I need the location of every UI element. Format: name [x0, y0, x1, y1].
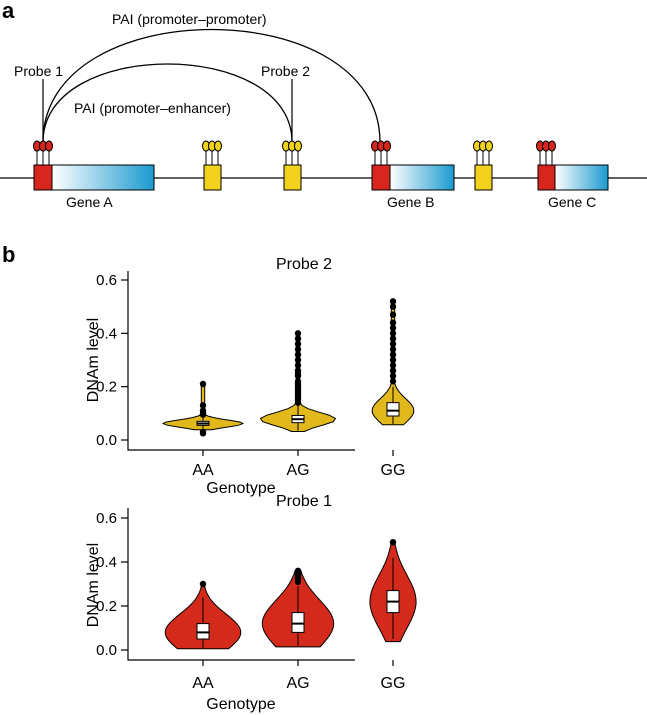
y-tick-label: 0.0 — [96, 432, 117, 449]
outlier-point — [294, 578, 302, 585]
outlier-point — [389, 356, 397, 364]
outlier-point — [389, 330, 397, 337]
panel-a-letter: a — [2, 0, 15, 23]
outlier-point — [294, 362, 302, 369]
x-tick-label: GG — [381, 462, 406, 479]
y-tick-label: 0.0 — [96, 642, 117, 659]
axes-frame — [127, 508, 355, 661]
violin-chart-probe-2: Probe 2 DNAm level Genotype 0.0 0.2 0.4 0.6… — [85, 256, 415, 497]
gene-a-cpg-sites — [33, 140, 53, 165]
outlier-point — [389, 335, 397, 342]
outlier-point — [389, 346, 397, 353]
outlier-point — [294, 330, 302, 337]
box — [196, 623, 210, 640]
y-tick-label: 0.4 — [96, 554, 117, 571]
x-tick-label: AG — [286, 462, 309, 479]
y-tick-label: 0.2 — [96, 379, 117, 396]
violins — [161, 298, 415, 437]
x-tick-label: AA — [192, 462, 214, 479]
outlier-point — [389, 378, 397, 385]
outlier-point — [294, 356, 302, 364]
x-tick-label: AA — [192, 675, 214, 692]
box — [386, 402, 400, 417]
violin-chart-probe-1: Probe 1 DNAm level Genotype 0.0 0.2 0.4 0.6… — [85, 493, 417, 713]
gene-a: Gene A — [33, 140, 155, 210]
outlier-point — [199, 580, 207, 588]
outlier-point — [389, 362, 397, 369]
outlier-point — [199, 380, 207, 388]
gene-a-label: Gene A — [66, 194, 113, 210]
outlier-point — [389, 372, 397, 380]
arc-promoter-promoter — [42, 28, 381, 143]
y-axis-title: DNAm level — [85, 543, 102, 627]
gene-a-promoter — [33, 164, 53, 191]
outlier-point — [389, 340, 397, 348]
axes-frame — [127, 271, 355, 451]
y-ticks: 0.0 0.2 0.4 0.6 — [96, 510, 128, 659]
outlier-point — [199, 411, 207, 418]
gene-b: Gene B — [371, 140, 455, 210]
x-axis-title: Genotype — [206, 696, 275, 713]
outlier-point — [294, 346, 302, 353]
outlier-point — [294, 399, 302, 406]
outlier-point — [294, 340, 302, 348]
outlier-point — [389, 351, 397, 358]
enhancer-3 — [473, 140, 493, 191]
y-tick-label: 0.4 — [96, 325, 117, 342]
outlier-point — [389, 367, 397, 374]
arc-outer-label: PAI (promoter–promoter) — [112, 11, 267, 27]
arc-inner-label: PAI (promoter–enhancer) — [74, 100, 231, 116]
x-axis-title: Genotype — [206, 480, 275, 497]
outlier-point — [199, 430, 207, 437]
gene-c-label: Gene C — [548, 194, 596, 210]
y-axis-title: DNAm level — [85, 318, 102, 402]
outlier-point — [389, 324, 397, 332]
outlier-point — [294, 372, 302, 380]
outlier-point — [389, 319, 397, 326]
violins — [164, 539, 417, 650]
outlier-point — [389, 311, 397, 318]
y-tick-label: 0.6 — [96, 510, 117, 527]
outlier-point — [199, 402, 207, 409]
x-tick-label: GG — [381, 675, 406, 692]
chart-title: Probe 1 — [276, 493, 332, 510]
box — [291, 612, 305, 633]
gene-b-label: Gene B — [387, 194, 434, 210]
outlier-point — [294, 351, 302, 358]
enhancer-1 — [202, 140, 222, 191]
gene-c: Gene C — [536, 140, 609, 210]
y-tick-label: 0.6 — [96, 272, 117, 289]
panel-b-letter: b — [2, 242, 15, 267]
probe2-label: Probe 2 — [261, 63, 310, 79]
chart-title: Probe 2 — [276, 256, 332, 273]
arc-promoter-enhancer — [42, 63, 293, 143]
x-ticks: AA AG GG — [192, 450, 405, 479]
y-ticks: 0.0 0.2 0.4 0.6 — [96, 272, 128, 449]
outlier-point — [389, 298, 397, 305]
x-ticks: AA AG GG — [192, 660, 405, 692]
probe1-label: Probe 1 — [14, 63, 63, 79]
outlier-point — [294, 335, 302, 342]
x-tick-label: AG — [286, 675, 309, 692]
y-tick-label: 0.2 — [96, 598, 117, 615]
outlier-point — [389, 539, 397, 546]
enhancer-2 — [282, 140, 302, 191]
outlier-point — [389, 303, 397, 310]
gene-a-body — [51, 164, 155, 191]
